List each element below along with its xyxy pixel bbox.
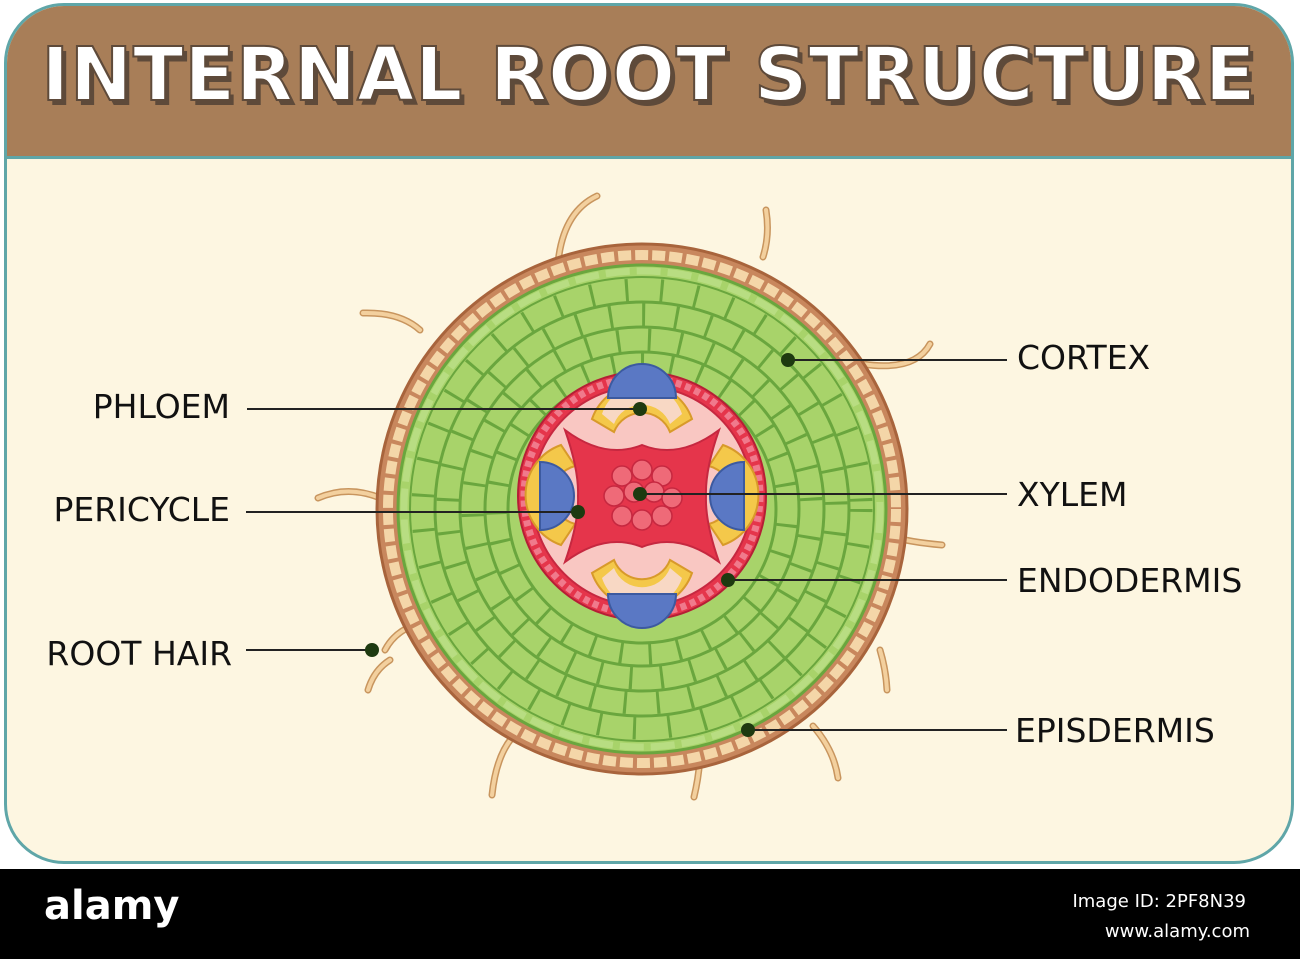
image-id-text: Image ID: 2PF8N39: [1072, 891, 1246, 912]
xylem-marker: [633, 487, 647, 501]
cortex-label: CORTEX: [1017, 338, 1150, 377]
episdermis-marker: [741, 723, 755, 737]
leader-lines: [246, 359, 1007, 731]
label-markers: [365, 353, 795, 737]
root-hair-label: ROOT HAIR: [46, 634, 232, 673]
phloem-label: PHLOEM: [93, 387, 230, 426]
root-cross-section-diagram: PHLOEM PERICYCLE ROOT HAIR CORTEX XYLEM …: [46, 192, 1242, 801]
website-url: www.alamy.com: [1104, 921, 1250, 942]
episdermis-label: EPISDERMIS: [1015, 711, 1215, 750]
brand-logo: alamy: [44, 883, 180, 929]
pericycle-label: PERICYCLE: [53, 490, 230, 529]
endodermis-marker: [721, 573, 735, 587]
pericycle-marker: [571, 505, 585, 519]
cortex-marker: [781, 353, 795, 367]
watermark-footer: alamy Image ID: 2PF8N39 www.alamy.com: [0, 869, 1300, 959]
endodermis-label: ENDODERMIS: [1017, 561, 1242, 600]
phloem-marker: [633, 402, 647, 416]
xylem-label: XYLEM: [1017, 475, 1127, 514]
root-hair-marker: [365, 643, 379, 657]
title-banner: INTERNAL ROOT STRUCTURE: [7, 6, 1291, 159]
page-title: INTERNAL ROOT STRUCTURE: [41, 31, 1257, 119]
